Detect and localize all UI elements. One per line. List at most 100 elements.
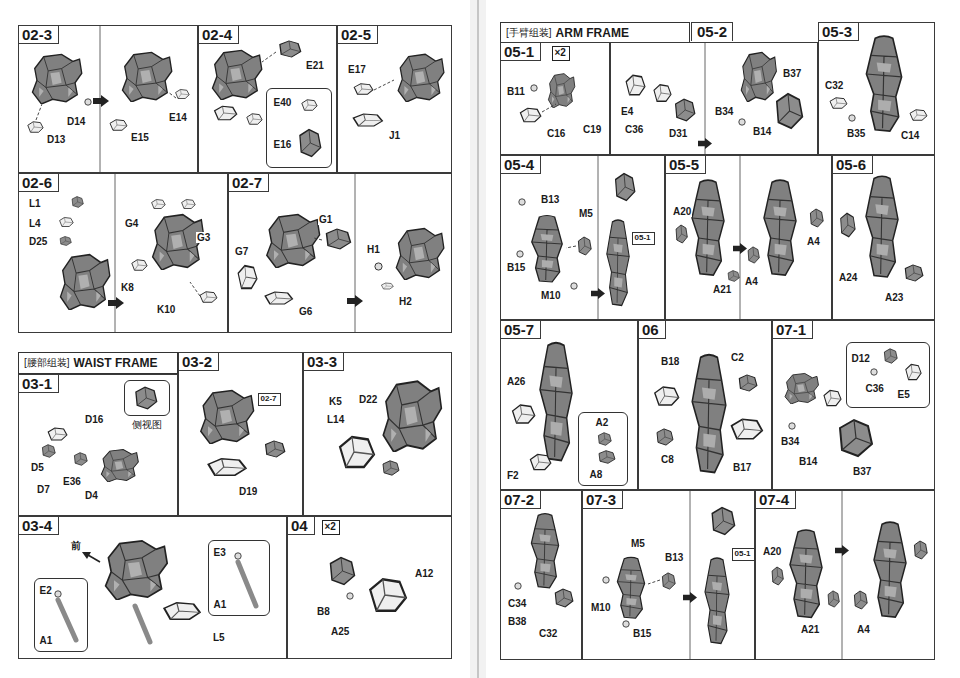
part-drawing [517,251,523,257]
part-number: K5 [328,396,343,407]
part-drawing [106,541,168,600]
part-drawing [540,343,572,461]
part-number: A23 [884,292,904,303]
part-drawing [201,391,254,444]
part-number: D16 [84,414,104,425]
part-number: E40 [273,97,293,108]
part-drawing [732,419,763,439]
part-drawing [914,541,927,559]
part-number: E3 [213,547,227,558]
part-drawing [617,557,644,618]
quantity: ×2 [555,47,567,59]
part-number: B8 [316,606,331,617]
part-drawing [32,54,81,104]
step-panel: 05-7A2A8 [500,320,638,490]
part-number: C16 [546,128,566,139]
step-number: 02-3 [19,26,59,44]
part-number: C14 [900,130,920,141]
part-drawing [235,553,241,559]
step-number: 03-1 [19,375,59,393]
part-drawing [331,558,355,585]
step-arrow [698,138,712,149]
section-title: WAIST FRAME [74,354,158,372]
part-number: M10 [590,602,611,613]
part-number: D25 [28,236,48,247]
part-drawing [267,215,320,268]
section-header: [手臂组装]ARM FRAME [500,22,690,43]
part-number: A2 [595,417,610,428]
part-drawing [910,110,927,121]
part-number: B34 [714,106,734,117]
part-number: E15 [130,132,150,143]
part-number: A1 [213,599,228,610]
part-number: C32 [538,628,558,639]
part-number: A4 [744,276,759,287]
step-number: 03-4 [19,517,59,535]
step-arrow [591,288,605,299]
step-number: 07-4 [756,491,796,509]
part-number: B38 [507,616,527,627]
step-number: 06 [639,321,666,339]
part-number: B17 [732,462,752,473]
part-drawing [531,85,537,91]
assembly-guide [36,104,42,120]
part-number: C36 [865,383,885,394]
step-number: 05-7 [501,321,541,339]
part-drawing [370,579,406,611]
reference-step: 02-7 [261,394,278,404]
part-drawing [548,74,574,108]
part-number: C34 [507,598,527,609]
reference-step: 05-1 [635,233,652,243]
part-drawing [60,218,74,227]
part-drawing [208,459,245,476]
part-number: E5 [897,389,911,400]
part-number: B13 [664,552,684,563]
step-panel: 02-6 [18,173,228,333]
part-drawing [176,90,190,99]
part-drawing [789,423,795,429]
part-drawing [302,100,317,111]
part-drawing [662,573,675,589]
part-drawing [383,381,441,452]
part-number: C32 [824,80,844,91]
part-drawing [531,514,558,588]
part-drawing [603,577,609,583]
part-number: J1 [388,130,401,141]
assembly-guide [314,238,322,240]
part-drawing [300,130,321,157]
part-drawing [598,433,611,446]
part-drawing [513,405,535,423]
step-panel: 03-3 [303,352,452,516]
part-number: M5 [630,538,646,549]
part-drawing [655,387,679,405]
assembly-guide [36,52,660,584]
detail-inset: E2A1 [34,578,88,652]
part-number: D14 [66,116,86,127]
part-drawing [871,369,877,375]
step-number: 05-6 [833,156,873,174]
quantity-badge: ×2 [552,46,570,61]
part-drawing [85,99,91,105]
part-drawing [828,591,839,607]
part-drawing [571,283,577,289]
part-drawing [347,593,353,599]
quantity-badge: ×2 [322,520,340,535]
step-panel: 02-3 [18,25,198,173]
part-number: L1 [28,198,42,209]
assembly-guide [262,52,276,62]
part-drawing [72,197,83,208]
part-drawing [830,98,847,109]
part-drawing [905,265,923,281]
part-drawing [60,237,71,246]
part-drawing [777,94,803,128]
detail-inset: E40E16 [266,88,332,168]
direction-arrow [82,552,91,559]
rod-part [135,606,150,642]
part-number: A25 [330,626,350,637]
section-header: [腰部组装]WAIST FRAME [18,352,178,374]
part-drawing [824,391,841,406]
part-drawing [280,41,301,57]
part-drawing [884,349,897,363]
part-number: A20 [762,546,782,557]
